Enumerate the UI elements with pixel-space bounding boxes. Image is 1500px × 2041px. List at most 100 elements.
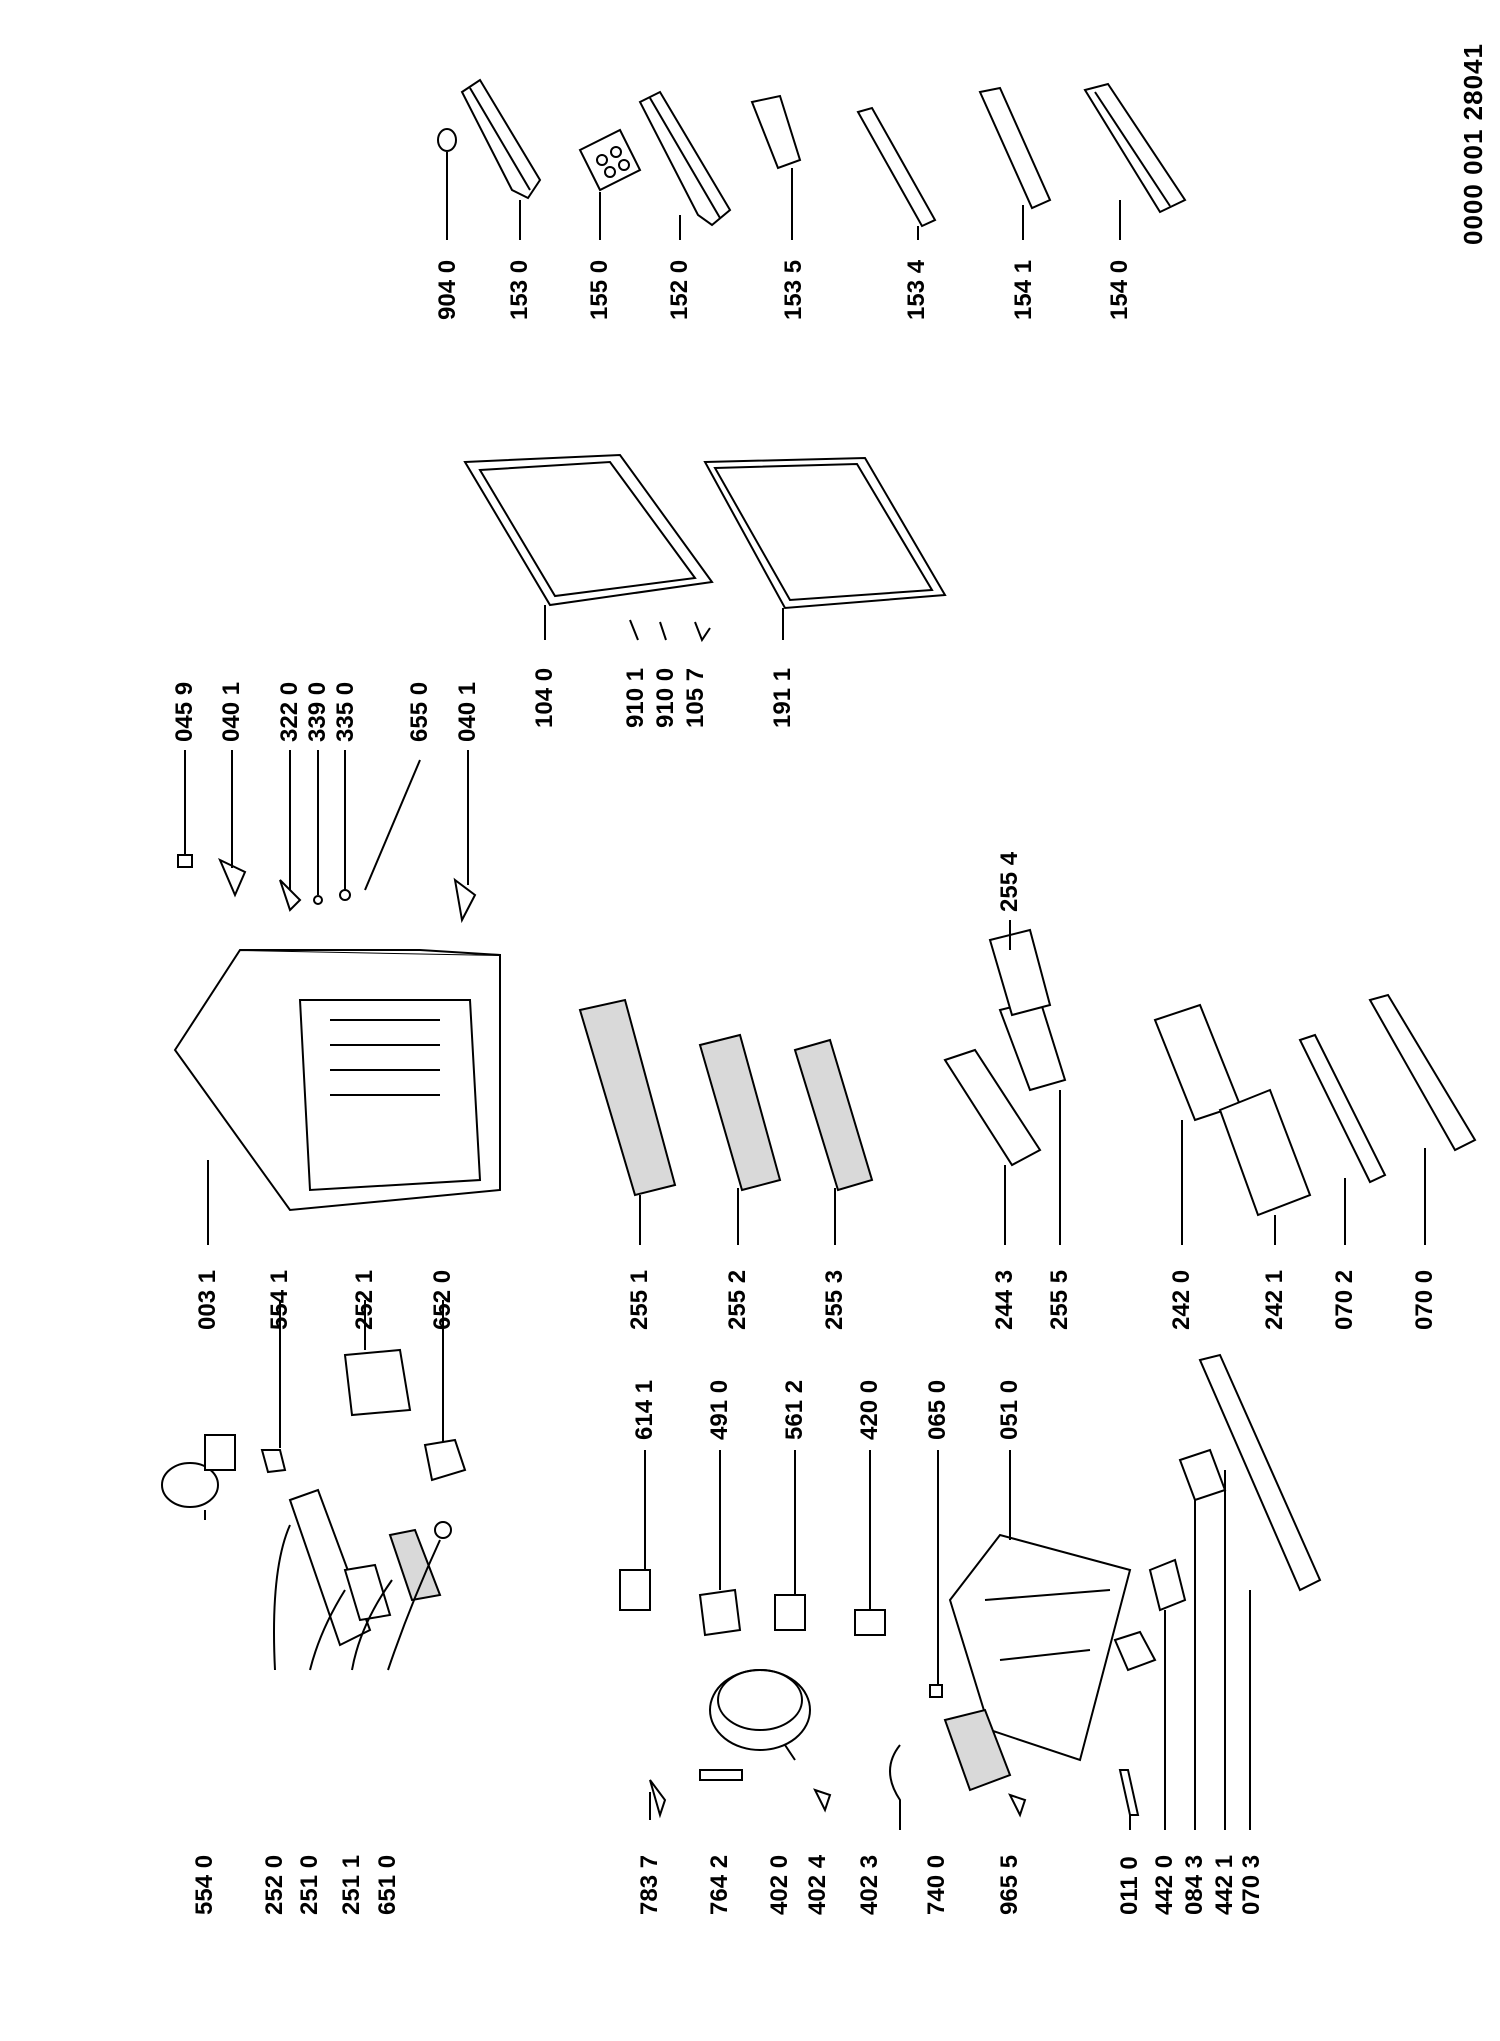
part-label: 554 1	[266, 1269, 293, 1330]
part-255-3-shelf	[793, 1038, 874, 1245]
part-051-0-base	[948, 1450, 1132, 1762]
part-255-2-shelf	[698, 1033, 782, 1245]
part-242-1-crisper	[1218, 1088, 1312, 1245]
part-label: 153 0	[506, 259, 533, 320]
part-label: 242 0	[1168, 1269, 1195, 1330]
document-code: 0000 001 28041	[1458, 43, 1488, 245]
part-label: 442 1	[1211, 1854, 1238, 1915]
part-651-0-switch	[387, 1521, 452, 1671]
part-label: 783 7	[636, 1854, 663, 1915]
part-652-0-sensor	[423, 1300, 467, 1482]
part-label: 764 2	[706, 1854, 733, 1915]
part-label: 251 0	[296, 1854, 323, 1915]
part-label: 491 0	[706, 1379, 733, 1440]
part-label: 155 0	[586, 259, 613, 320]
part-740-0-condenser	[889, 1708, 1012, 1830]
part-614-1-relay	[619, 1450, 651, 1611]
part-label: 655 0	[406, 681, 433, 742]
part-154-1-trim	[978, 86, 1052, 240]
part-554-1-clip	[260, 1300, 287, 1474]
part-420-0-capacitor	[854, 1450, 886, 1636]
part-153-5-small-tray	[750, 94, 802, 240]
part-label: 070 2	[1331, 1269, 1358, 1330]
part-904-0-nut	[437, 128, 457, 240]
part-561-2-overload	[774, 1450, 806, 1631]
part-070-3-bottom-rail	[1198, 1353, 1322, 1830]
part-191-1-freezer-frame	[703, 456, 947, 640]
part-label: 402 3	[856, 1854, 883, 1915]
part-label: 065 0	[924, 1379, 951, 1440]
part-label: 040 1	[454, 681, 481, 742]
part-label: 255 4	[996, 851, 1023, 912]
part-label: 191 1	[769, 667, 796, 728]
part-label: 251 1	[338, 1854, 365, 1915]
part-554-0-thermostat	[161, 1434, 236, 1520]
part-003-1-cabinet	[173, 948, 501, 1245]
part-152-0-door-shelf	[638, 90, 732, 240]
part-153-4-rail	[856, 106, 937, 240]
part-154-0-bottle-shelf	[1083, 82, 1187, 240]
part-label: 420 0	[856, 1379, 883, 1440]
part-cabinet-hardware	[177, 750, 477, 924]
part-label: 652 0	[429, 1269, 456, 1330]
part-label: 965 5	[996, 1854, 1023, 1915]
part-label: 561 2	[781, 1379, 808, 1440]
part-label: 154 1	[1010, 259, 1037, 320]
part-label: 153 4	[903, 259, 930, 320]
part-label: 252 1	[351, 1269, 378, 1330]
part-label: 040 1	[218, 681, 245, 742]
part-label: 104 0	[531, 667, 558, 728]
part-label: 904 0	[434, 259, 461, 320]
part-label: 554 0	[191, 1854, 218, 1915]
part-252-1-light-cover	[343, 1300, 412, 1417]
part-label: 084 3	[1181, 1854, 1208, 1915]
part-070-0-rail	[1368, 993, 1477, 1245]
part-label: 242 1	[1261, 1269, 1288, 1330]
part-label: 255 3	[821, 1269, 848, 1330]
part-label: 051 0	[996, 1379, 1023, 1440]
part-251-1-lamp	[351, 1528, 442, 1671]
part-label: 011 0	[1116, 1856, 1143, 1915]
part-label: 045 9	[171, 681, 198, 742]
part-910-screws	[629, 619, 711, 643]
part-label: 740 0	[923, 1854, 950, 1915]
part-065-0-grommet	[929, 1450, 943, 1698]
part-label: 152 0	[666, 259, 693, 320]
part-label: 255 5	[1046, 1269, 1073, 1330]
part-104-0-freezer-door	[463, 453, 714, 640]
part-153-0-bottle-rack	[460, 78, 542, 240]
part-label: 255 1	[626, 1269, 653, 1330]
part-label: 651 0	[374, 1854, 401, 1915]
part-255-1-shelf	[578, 998, 677, 1245]
part-label: 154 0	[1106, 259, 1133, 320]
part-label: 070 3	[1238, 1854, 1265, 1915]
part-label: 402 0	[766, 1854, 793, 1915]
part-251-0-bulb-holder	[309, 1563, 392, 1671]
part-442-brackets	[1113, 1448, 1227, 1830]
part-070-2-rail	[1298, 1033, 1387, 1245]
part-label: 335 0	[332, 681, 359, 742]
part-label: 322 0	[276, 681, 303, 742]
part-244-3-crisper-cover	[943, 1048, 1042, 1245]
part-491-0-cover	[698, 1450, 742, 1637]
part-label: 910 0	[652, 667, 679, 728]
part-label: 442 0	[1151, 1854, 1178, 1915]
part-label: 070 0	[1411, 1269, 1438, 1330]
part-small-hardware	[649, 1769, 1140, 1830]
part-label: 003 1	[194, 1269, 221, 1330]
part-label: 105 7	[682, 667, 709, 728]
part-252-0-light-housing	[273, 1488, 372, 1671]
part-255-4-support	[988, 920, 1052, 1017]
part-155-0-egg-tray	[578, 128, 642, 240]
part-label: 614 1	[631, 1379, 658, 1440]
part-402-0-compressor	[709, 1669, 811, 1761]
part-label: 402 4	[804, 1854, 831, 1915]
part-label: 910 1	[622, 667, 649, 728]
part-label: 255 2	[724, 1269, 751, 1330]
part-label: 339 0	[304, 681, 331, 742]
part-label: 244 3	[991, 1269, 1018, 1330]
part-label: 153 5	[780, 259, 807, 320]
part-label: 252 0	[261, 1854, 288, 1915]
